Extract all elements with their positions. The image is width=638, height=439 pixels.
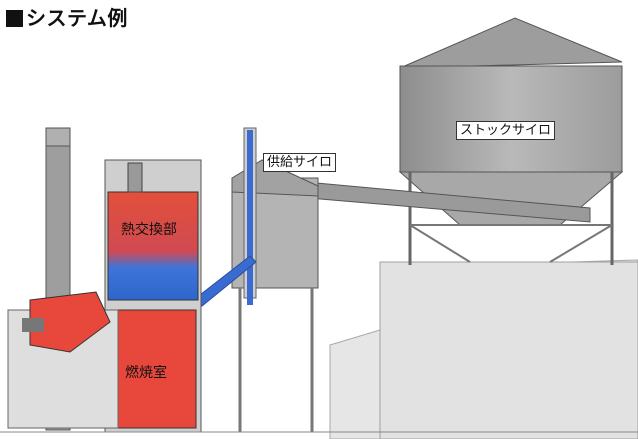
stock-silo-body bbox=[399, 65, 623, 173]
supply-silo bbox=[231, 127, 319, 432]
supply-silo-feed-pipe bbox=[247, 130, 253, 305]
heat-exchanger-label: 熱交換部 bbox=[121, 222, 177, 238]
combustion-chamber-label: 燃焼室 bbox=[125, 365, 167, 381]
supply-silo-label: 供給サイロ bbox=[263, 153, 337, 172]
base-building bbox=[379, 261, 638, 439]
stock-silo bbox=[398, 17, 624, 265]
heat-exchanger-top bbox=[127, 162, 143, 193]
square-bullet-icon bbox=[6, 10, 23, 27]
burner-port bbox=[22, 318, 44, 332]
burner-unit bbox=[29, 291, 111, 353]
chimney-top bbox=[45, 127, 71, 147]
stock-silo-brace bbox=[549, 224, 613, 263]
heat-exchanger bbox=[107, 191, 199, 301]
stock-silo-roof bbox=[399, 17, 623, 69]
page-title: システム例 bbox=[6, 2, 128, 31]
stock-silo-brace bbox=[409, 224, 471, 263]
combustion-chamber bbox=[117, 309, 197, 429]
stock-silo-label: ストックサイロ bbox=[456, 121, 556, 140]
page-title-text: システム例 bbox=[26, 6, 128, 30]
